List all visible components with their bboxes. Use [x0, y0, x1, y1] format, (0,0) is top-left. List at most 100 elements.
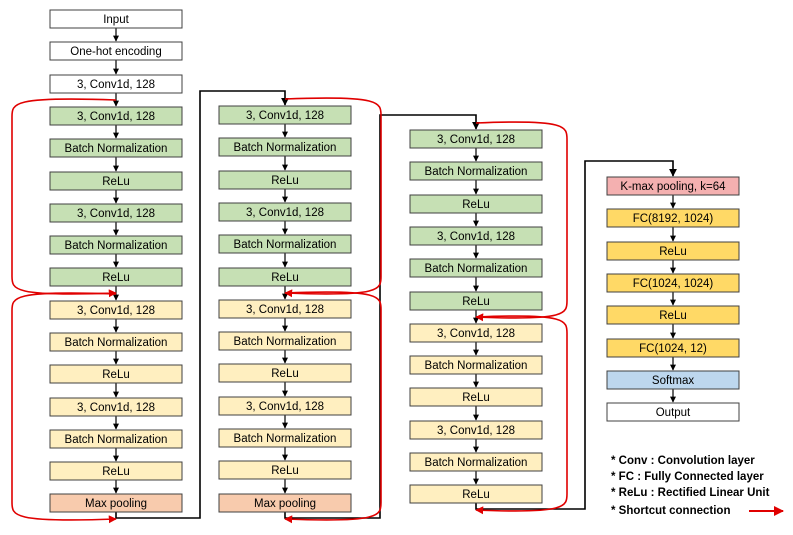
layer-label: ReLu	[462, 392, 490, 404]
shortcut-connection	[284, 97, 382, 298]
layer-box	[218, 396, 352, 416]
layer-box	[218, 267, 352, 287]
layer-box	[606, 370, 740, 390]
layer-block: 3, Conv1d, 128	[409, 420, 543, 440]
layer-block: Batch Normalization	[409, 452, 543, 472]
layer-label: 3, Conv1d, 128	[77, 402, 155, 414]
layer-block: Batch Normalization	[49, 429, 183, 449]
legend-fc: * FC : Fully Connected layer	[611, 471, 764, 483]
layer-label: One-hot encoding	[70, 46, 161, 58]
layer-box	[409, 226, 543, 246]
layer-label: Output	[656, 407, 691, 419]
layer-block: ReLu	[606, 241, 740, 261]
layer-block: ReLu	[49, 267, 183, 287]
layer-box	[49, 106, 183, 126]
legend-conv: * Conv : Convolution layer	[611, 455, 755, 467]
layer-label: ReLu	[102, 272, 130, 284]
layer-box	[218, 363, 352, 383]
legend-relu: * ReLu : Rectified Linear Unit	[611, 487, 770, 499]
layer-block: ReLu	[49, 171, 183, 191]
layer-block: Batch Normalization	[218, 137, 352, 157]
layer-box	[218, 428, 352, 448]
layer-box	[409, 452, 543, 472]
layer-box	[409, 387, 543, 407]
layer-block: FC(8192, 1024)	[606, 208, 740, 228]
layer-label: K-max pooling, k=64	[620, 181, 726, 193]
layer-block: ReLu	[218, 170, 352, 190]
connector-layer	[113, 28, 677, 519]
layer-block: 3, Conv1d, 128	[409, 129, 543, 149]
layer-box	[409, 161, 543, 181]
layer-block: ReLu	[218, 363, 352, 383]
layer-block: 3, Conv1d, 128	[49, 300, 183, 320]
layer-label: 3, Conv1d, 128	[246, 207, 324, 219]
layer-block: FC(1024, 12)	[606, 338, 740, 358]
layer-box	[49, 9, 183, 29]
layer-box	[218, 170, 352, 190]
shortcut-legend-label: * Shortcut connection	[611, 505, 731, 517]
layer-label: FC(1024, 12)	[639, 343, 707, 355]
legend: * Conv : Convolution layer * FC : Fully …	[611, 453, 769, 501]
layer-box	[409, 258, 543, 278]
layer-box	[409, 323, 543, 343]
layer-box	[49, 267, 183, 287]
layer-box	[606, 241, 740, 261]
layer-box	[218, 493, 352, 513]
layer-label: ReLu	[462, 296, 490, 308]
layer-block: 3, Conv1d, 128	[49, 397, 183, 417]
layer-block: One-hot encoding	[49, 41, 183, 61]
shortcut-connection	[475, 121, 568, 322]
shortcut-connection	[284, 291, 382, 524]
layer-box	[409, 484, 543, 504]
layer-block: ReLu	[409, 387, 543, 407]
layer-box	[49, 300, 183, 320]
layer-box	[409, 194, 543, 214]
layer-label: Batch Normalization	[234, 142, 337, 154]
layer-label: ReLu	[659, 310, 687, 322]
layer-block: ReLu	[409, 291, 543, 311]
shortcut-layer	[11, 97, 568, 524]
layer-block: 3, Conv1d, 128	[218, 299, 352, 319]
layer-block: ReLu	[606, 305, 740, 325]
layer-block: Batch Normalization	[409, 161, 543, 181]
layer-block: K-max pooling, k=64	[606, 176, 740, 196]
layer-box	[606, 208, 740, 228]
layer-block: 3, Conv1d, 128	[49, 203, 183, 223]
layer-block: Batch Normalization	[49, 332, 183, 352]
layer-label: 3, Conv1d, 128	[246, 110, 324, 122]
layer-box	[218, 202, 352, 222]
layer-box	[606, 176, 740, 196]
layer-label: Input	[103, 14, 129, 26]
layer-block: Max pooling	[218, 493, 352, 513]
layer-label: ReLu	[102, 176, 130, 188]
layer-block: 3, Conv1d, 128	[218, 396, 352, 416]
layer-block: 3, Conv1d, 128	[409, 226, 543, 246]
layer-block: Batch Normalization	[218, 428, 352, 448]
layer-block: 3, Conv1d, 128	[218, 202, 352, 222]
layer-block: Batch Normalization	[409, 258, 543, 278]
layer-label: 3, Conv1d, 128	[77, 79, 155, 91]
layer-box	[49, 203, 183, 223]
layer-block: FC(1024, 1024)	[606, 273, 740, 293]
layer-block: ReLu	[409, 484, 543, 504]
layer-label: Max pooling	[85, 498, 147, 510]
layer-label: 3, Conv1d, 128	[437, 425, 515, 437]
layer-block: ReLu	[49, 364, 183, 384]
layer-block: Batch Normalization	[218, 331, 352, 351]
layer-block: 3, Conv1d, 128	[409, 323, 543, 343]
layer-label: Batch Normalization	[425, 263, 528, 275]
layer-box	[49, 397, 183, 417]
layer-box	[606, 305, 740, 325]
layer-block: Output	[606, 402, 740, 422]
layer-box	[49, 493, 183, 513]
layer-label: 3, Conv1d, 128	[77, 305, 155, 317]
layer-box	[409, 129, 543, 149]
layer-label: 3, Conv1d, 128	[246, 304, 324, 316]
shortcut-legend: * Shortcut connection	[611, 503, 784, 519]
layer-label: ReLu	[271, 175, 299, 187]
layer-label: Batch Normalization	[234, 336, 337, 348]
layer-label: ReLu	[462, 489, 490, 501]
layer-box	[49, 235, 183, 255]
layer-box	[49, 74, 183, 94]
